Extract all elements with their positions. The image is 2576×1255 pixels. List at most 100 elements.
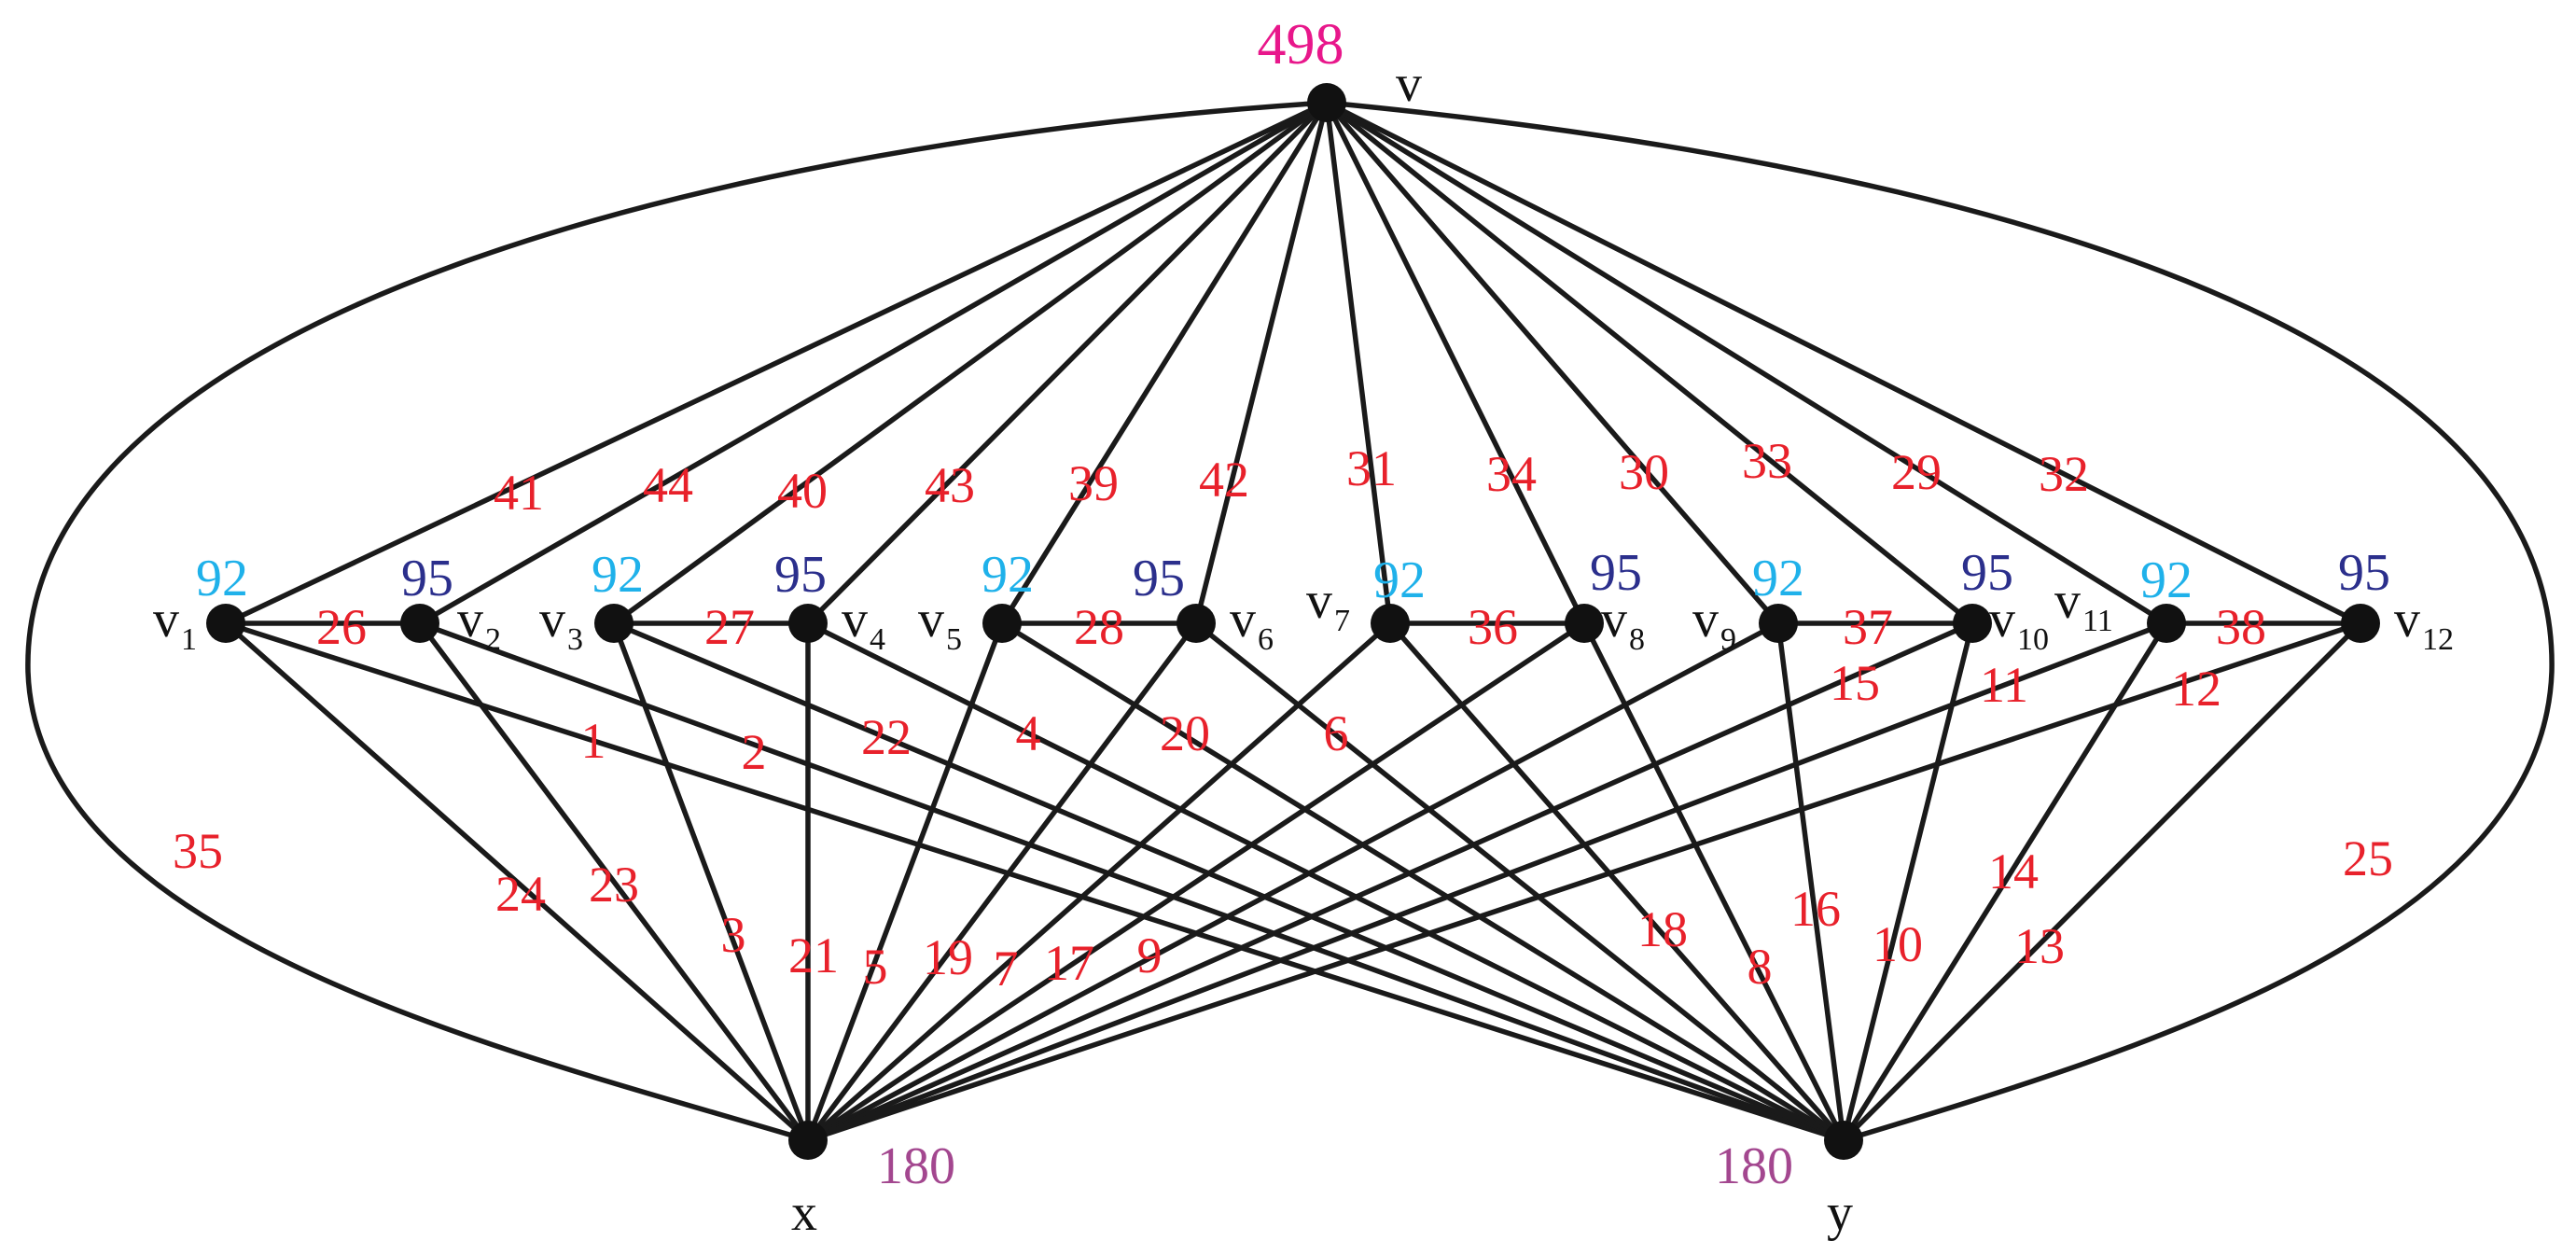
vertex-name-v1: v [153, 591, 179, 648]
vertex-weight-v8: 95 [1590, 544, 1642, 602]
edge-v-v9 [1324, 100, 1781, 626]
edge-label-v-v12: 32 [2039, 446, 2089, 502]
vertex-subscript-v9: 9 [1720, 622, 1736, 657]
edge-label-v8-y: 8 [1748, 939, 1773, 995]
edge-label-v-v6: 42 [1199, 452, 1249, 508]
edge-label-v5-y: 20 [1160, 705, 1210, 761]
edge-v10-y [1841, 621, 1975, 1143]
edge-label-v4-y: 4 [1016, 705, 1041, 761]
edge-label-v7-x: 7 [994, 941, 1019, 997]
vertex-label-v12: v12 [2394, 591, 2454, 657]
edge-label-v7-v8: 36 [1468, 599, 1518, 655]
vertex-label-v11: v11 [2054, 572, 2113, 638]
edge-label-v7-y: 18 [1637, 901, 1688, 957]
vertex-label-v8: v8 [1601, 591, 1645, 657]
edge-v-v2 [417, 100, 1330, 626]
edge-label-v-v3: 40 [777, 463, 828, 519]
edge-label-v-v9: 30 [1619, 444, 1669, 500]
edge-v12-y [1841, 621, 2363, 1143]
edge-label-v-v8: 34 [1486, 446, 1537, 502]
vertex-label-v9: v9 [1692, 591, 1736, 657]
edge-v6-y [1193, 621, 1846, 1143]
edge-label-v2-y: 2 [742, 724, 767, 780]
vertex-name-v11: v [2054, 572, 2081, 630]
vertex-label-v: v [1396, 55, 1422, 113]
vertex-weight-v4: 95 [774, 546, 827, 604]
edge-v3-y [611, 621, 1846, 1143]
edge-v11-y [1841, 621, 2169, 1143]
edge-label-v-v2: 44 [643, 457, 693, 513]
edge-v-x [25, 100, 1330, 1143]
vertex-name-v6: v [1230, 591, 1256, 648]
vertex-v12 [2341, 604, 2380, 643]
vertex-v8 [1565, 604, 1604, 643]
edge-label-v9-x: 9 [1137, 927, 1163, 983]
edge-label-v-x: 35 [173, 823, 223, 879]
edge-label-v4-x: 21 [788, 927, 839, 983]
vertex-label-v5: v5 [918, 591, 962, 657]
edge-label-v11-v12: 38 [2216, 599, 2266, 655]
vertex-v9 [1759, 604, 1798, 643]
vertex-name-v12: v [2394, 591, 2420, 648]
vertex-subscript-v2: 2 [485, 622, 501, 657]
vertex-weight-v2: 95 [401, 550, 453, 607]
edge-label-v6-x: 19 [923, 929, 973, 985]
edge-label-v11-y: 14 [1988, 844, 2039, 899]
vertex-v3 [594, 604, 634, 643]
vertex-label-y: y [1827, 1184, 1853, 1242]
edge-label-v-v10: 33 [1742, 433, 1792, 489]
vertex-weight-v5: 92 [982, 546, 1034, 604]
edge-v1-x [223, 621, 811, 1143]
edge-v6-x [805, 621, 1199, 1143]
vertex-weight-v1: 92 [196, 550, 248, 607]
vertex-label-v4: v4 [842, 591, 885, 657]
vertex-name-v: v [1396, 55, 1422, 113]
edge-v-v7 [1324, 100, 1393, 626]
edge-v-v8 [1324, 100, 1587, 626]
vertex-name-v2: v [457, 591, 483, 648]
vertex-label-v3: v3 [539, 591, 583, 657]
edge-label-v5-v6: 28 [1074, 599, 1124, 655]
vertex-name-v8: v [1601, 591, 1627, 648]
vertex-v5 [982, 604, 1022, 643]
edge-label-v10-x: 15 [1830, 655, 1880, 711]
edge-v5-y [999, 621, 1846, 1143]
vertex-v1 [206, 604, 245, 643]
vertex-v10 [1953, 604, 1992, 643]
vertex-name-v5: v [918, 591, 944, 648]
edge-label-v1-v2: 26 [316, 599, 367, 655]
vertex-weight-y: 180 [1715, 1137, 1793, 1195]
vertex-subscript-v10: 10 [2017, 622, 2049, 657]
edge-label-v2-x: 23 [589, 857, 639, 913]
edge-label-v12-y: 13 [2014, 918, 2065, 974]
vertex-v7 [1371, 604, 1410, 643]
vertex-x [788, 1121, 828, 1160]
edge-label-v11-x: 11 [1980, 657, 2028, 713]
edge-label-v3-v4: 27 [704, 599, 755, 655]
vertex-v11 [2147, 604, 2186, 643]
vertex-name-x: x [791, 1184, 817, 1242]
edge-label-v6-y: 6 [1324, 705, 1349, 761]
vertex-subscript-v5: 5 [946, 622, 962, 657]
vertex-subscript-v11: 11 [2082, 604, 2113, 638]
vertex-weight-x: 180 [877, 1137, 955, 1195]
vertex-name-v9: v [1692, 591, 1719, 648]
vertex-subscript-v7: 7 [1334, 604, 1350, 638]
edge-v2-x [417, 621, 811, 1143]
edge-v-v5 [999, 100, 1330, 626]
edge-label-v1-x: 24 [495, 866, 546, 922]
edge-v-v6 [1193, 100, 1330, 626]
edge-v-y [1324, 100, 2555, 1143]
edge-v7-x [805, 621, 1393, 1143]
vertex-subscript-v3: 3 [567, 622, 583, 657]
edge-v-v10 [1324, 100, 1975, 626]
vertex-y [1824, 1121, 1863, 1160]
vertex-weight-v7: 92 [1373, 551, 1426, 609]
edge-label-v-v7: 31 [1346, 440, 1397, 496]
vertex-subscript-v8: 8 [1629, 622, 1645, 657]
vertex-weight-v: 498 [1258, 13, 1344, 77]
